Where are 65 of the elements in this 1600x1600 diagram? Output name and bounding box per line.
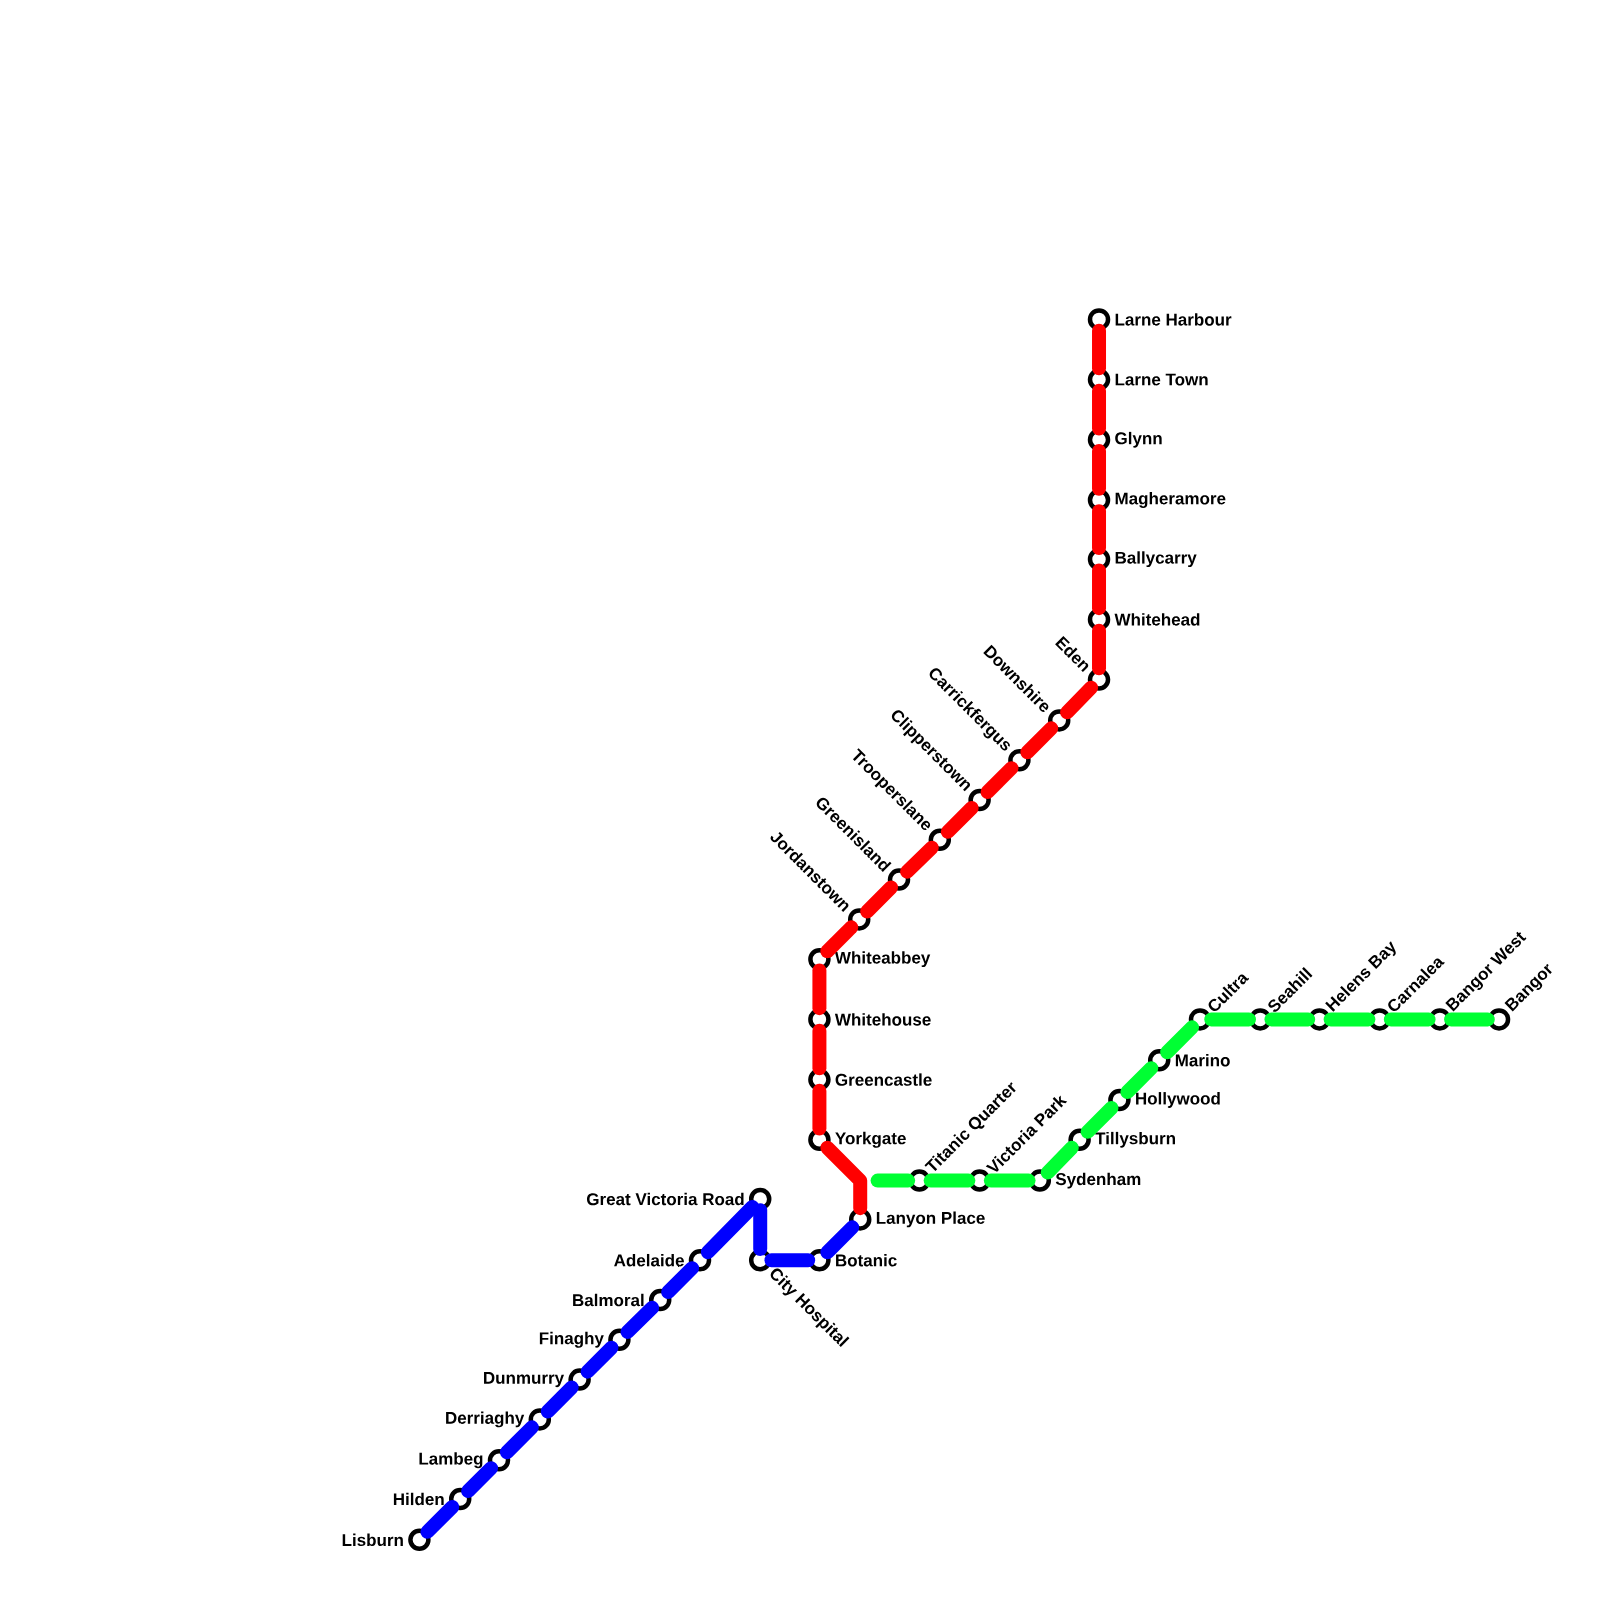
- rail-line: [1092, 563, 1106, 616]
- station-label: Botanic: [836, 1253, 897, 1267]
- station-label: Dunmurry: [484, 1372, 564, 1388]
- rail-line: [753, 1203, 768, 1256]
- rail-line: [812, 963, 827, 1016]
- rail-line: [1160, 1020, 1200, 1060]
- rail-line: [980, 761, 1019, 800]
- station-label: Magheramore: [1115, 492, 1226, 508]
- station-label: Hollywood: [1136, 1092, 1220, 1108]
- rail-line: [1120, 1061, 1159, 1100]
- rail-line: [983, 1173, 1036, 1188]
- station-label: Yorkgate: [835, 1131, 906, 1148]
- rail-line: [1092, 383, 1106, 436]
- rail-line: [923, 1173, 976, 1188]
- rail-line: [1264, 1012, 1316, 1027]
- rail-line: [661, 1261, 700, 1300]
- station-label: Marino: [1175, 1053, 1230, 1067]
- rail-line: [499, 1420, 539, 1460]
- rail-line: [540, 1380, 579, 1419]
- rail-line: [580, 1340, 619, 1379]
- rail-line: [1092, 323, 1106, 376]
- rail-line: [1060, 680, 1099, 720]
- rail-line: [420, 1499, 460, 1539]
- station-label: Whitehead: [1114, 613, 1200, 626]
- rail-line: [820, 1140, 868, 1216]
- rail-line: [940, 800, 979, 839]
- rail-line: [1040, 1140, 1079, 1180]
- station-label: Great Victoria Road: [587, 1192, 744, 1206]
- rail-line: [900, 840, 939, 879]
- rail-line: [764, 1253, 816, 1268]
- station-label: Derriaghy: [446, 1411, 525, 1428]
- station-label: Whitehouse: [834, 1013, 931, 1026]
- station-label: Greencastle: [835, 1073, 932, 1086]
- station-label: Sydenham: [1055, 1172, 1141, 1189]
- rail-line: [1383, 1012, 1436, 1027]
- rail-line: [1020, 721, 1059, 760]
- station-label: Lambeg: [419, 1452, 483, 1469]
- rail-line: [1323, 1012, 1376, 1027]
- rail-line: [860, 880, 899, 919]
- rail-line: [820, 1220, 860, 1260]
- rail-line: [620, 1300, 660, 1339]
- station-label: Tillysburn: [1095, 1131, 1175, 1148]
- rail-line: [1092, 504, 1106, 555]
- station-label: Whiteabbey: [834, 951, 931, 968]
- rail-line: [870, 1173, 916, 1188]
- rail-line: [1092, 444, 1106, 496]
- rail-line: [700, 1200, 760, 1260]
- station-label: Larne Harbour: [1115, 313, 1232, 326]
- rail-line: [812, 1023, 827, 1076]
- station-label: Adelaide: [614, 1253, 684, 1267]
- rail-line: [461, 1461, 499, 1499]
- station-label: Ballycarry: [1115, 551, 1197, 568]
- station-label: Lisburn: [342, 1533, 403, 1547]
- rail-line: [1204, 1012, 1256, 1027]
- station-label: Balmoral: [573, 1293, 644, 1307]
- station-label: Finaghy: [539, 1331, 604, 1348]
- station-label: Larne Town: [1115, 373, 1208, 386]
- rail-line: [1444, 1012, 1495, 1027]
- rail-line: [812, 1083, 827, 1136]
- rail-line: [820, 920, 859, 959]
- station-label: Hilden: [393, 1492, 444, 1506]
- rail-line: [1092, 623, 1106, 676]
- station-label: Glynn: [1115, 431, 1162, 448]
- station-label: Lanyon Place: [876, 1211, 985, 1228]
- rail-line: [1080, 1100, 1119, 1139]
